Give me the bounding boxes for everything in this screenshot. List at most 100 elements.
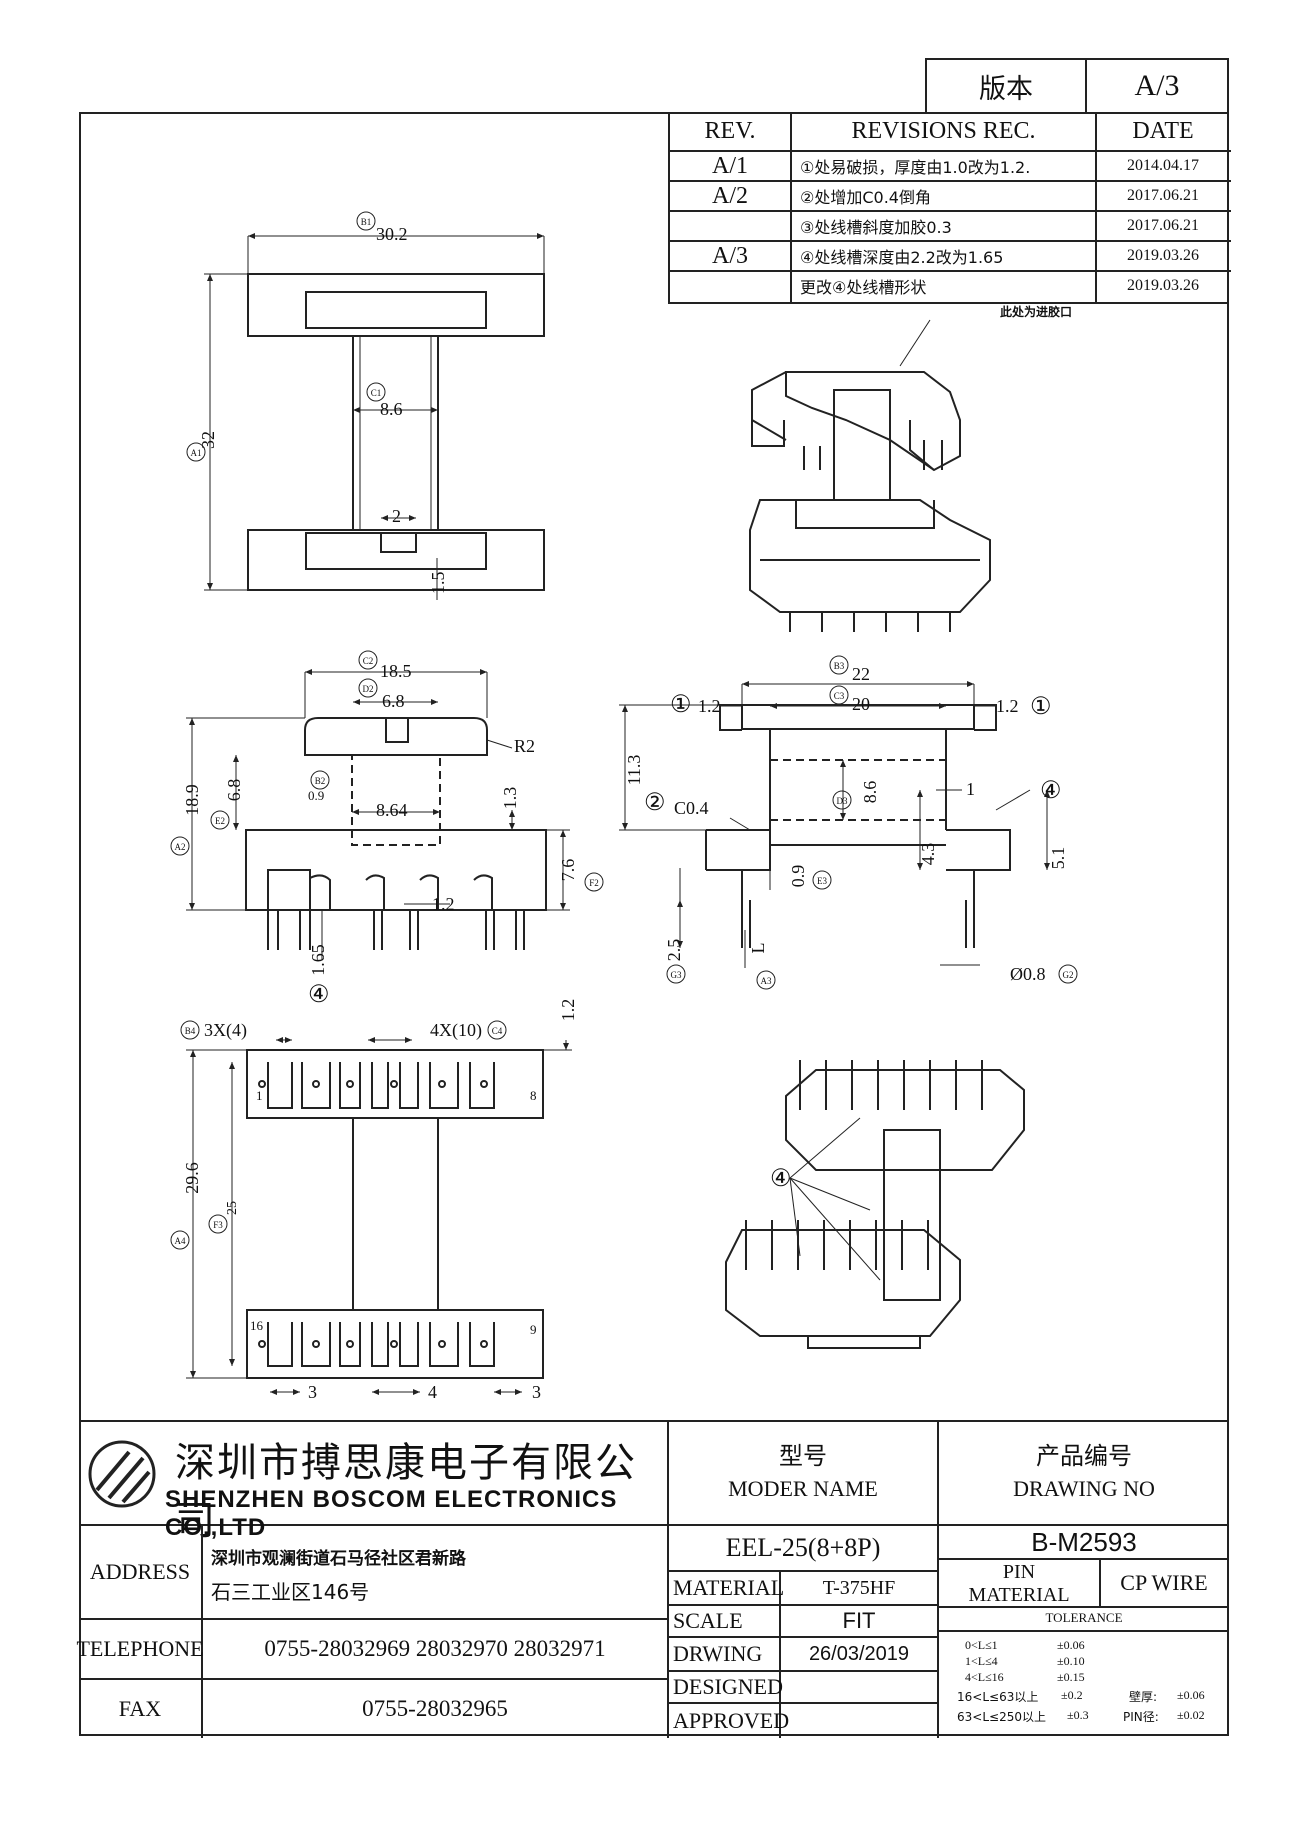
dim-f3-tag: F3 bbox=[213, 1220, 223, 1230]
tolerance-value: ±0.2 bbox=[1061, 1688, 1083, 1702]
model-value: EEL-25(8+8P) bbox=[669, 1526, 939, 1572]
drawing-no-label-cn: 产品编号 bbox=[1036, 1441, 1132, 1470]
top-view bbox=[247, 273, 545, 591]
drwing-label: DRWING bbox=[669, 1638, 781, 1672]
approved-value bbox=[781, 1704, 937, 1738]
dim-bottom-12: 1.2 bbox=[558, 999, 578, 1022]
dim-b1-tag: B1 bbox=[361, 217, 372, 227]
dim-g3-value: 2.5 bbox=[664, 939, 684, 962]
dim-c4-tag: C4 bbox=[492, 1026, 503, 1036]
rev-row-3-date: 2017.06.21 bbox=[1127, 217, 1199, 234]
date-header: DATE bbox=[1132, 117, 1194, 144]
telephone-label: TELEPHONE bbox=[76, 1620, 204, 1678]
wall-tolerance-label: 壁厚: bbox=[1129, 1690, 1158, 1704]
marker-2: ② bbox=[644, 790, 666, 816]
info-table: MATERIAL T-375HF SCALE FIT DRWING 26/03/… bbox=[669, 1572, 939, 1738]
rev-row-2-date: 2017.06.21 bbox=[1127, 187, 1199, 204]
dim-top-thickness: 1.5 bbox=[428, 572, 448, 595]
material-value: T-375HF bbox=[781, 1572, 937, 1606]
isometric-view-top bbox=[749, 319, 991, 632]
pin-label-1: PIN bbox=[1002, 1560, 1036, 1583]
pin-label-9: 9 bbox=[530, 1322, 537, 1337]
rev-row-4-desc: ④处线槽深度由2.2改为1.65 bbox=[800, 248, 1004, 267]
dim-bottom-4: 4 bbox=[428, 1382, 437, 1402]
tolerance-row: 0<L≤1 bbox=[965, 1638, 998, 1653]
dim-g2-value: Ø0.8 bbox=[1010, 964, 1046, 984]
dim-c3-value: 20 bbox=[852, 694, 870, 714]
pin-material: PIN MATERIAL CP WIRE bbox=[939, 1560, 1229, 1608]
dim-b4-tag: B4 bbox=[185, 1026, 196, 1036]
rec-header: REVISIONS REC. bbox=[851, 117, 1036, 144]
scale-label: SCALE bbox=[669, 1606, 781, 1638]
dim-c2-tag: C2 bbox=[363, 656, 374, 666]
rev-row-4-rev: A/3 bbox=[712, 242, 748, 269]
dim-a3-tag: A3 bbox=[761, 976, 772, 986]
wall-tolerance-value: ±0.06 bbox=[1177, 1688, 1205, 1702]
dim-f2-value: 7.6 bbox=[558, 859, 578, 882]
dim-c1-value: 8.6 bbox=[380, 399, 403, 419]
material-label: MATERIAL bbox=[669, 1572, 784, 1606]
technical-drawing: B1 30.2 A1 32 C1 8.6 2 1.5 C2 18.5 D2 6.… bbox=[170, 211, 1078, 1402]
dim-side-1: 1 bbox=[966, 779, 975, 799]
scale-value: FIT bbox=[781, 1606, 937, 1638]
dim-a4-tag: A4 bbox=[175, 1236, 186, 1246]
dim-a4-value: 29.6 bbox=[182, 1162, 202, 1194]
rev-row-1-desc: ①处易破损，厚度由1.0改为1.2. bbox=[800, 158, 1031, 177]
company-name-cn: 深圳市搏思康电子有限公司 bbox=[175, 1440, 637, 1544]
model-name-header: 型号 MODER NAME bbox=[669, 1422, 939, 1526]
tolerance-range-5: 63<L≤250以上 bbox=[957, 1710, 1046, 1724]
dim-r2: R2 bbox=[514, 736, 535, 756]
dim-b4-value: 3X(4) bbox=[204, 1020, 247, 1041]
telephone-value: 0755-28032969 28032970 28032971 bbox=[264, 1636, 606, 1661]
rev-header: REV. bbox=[704, 117, 756, 144]
dim-e2-tag: E2 bbox=[215, 816, 225, 826]
dim-bottom-3-right: 3 bbox=[532, 1382, 541, 1402]
dim-front-slot: 1.65 bbox=[308, 944, 328, 976]
tolerance-range-2: 1<L≤4 bbox=[965, 1654, 998, 1668]
model-label-en: MODER NAME bbox=[728, 1476, 878, 1501]
pin-tolerance-value: ±0.02 bbox=[1177, 1708, 1205, 1722]
tolerance-block: TOLERANCE 0<L≤1 ±0.06 1<L≤4 ±0.10 4<L≤16… bbox=[939, 1608, 1229, 1738]
dim-b3-value: 22 bbox=[852, 664, 870, 684]
dim-f2-tag: F2 bbox=[589, 878, 599, 888]
tolerance-value: ±0.10 bbox=[1057, 1654, 1085, 1668]
rev-row-5-desc: 更改④处线槽形状 bbox=[800, 278, 927, 297]
dim-side-51: 5.1 bbox=[1048, 847, 1068, 870]
marker-4-front: ④ bbox=[308, 982, 330, 1008]
fax-label: FAX bbox=[79, 1680, 203, 1738]
title-block: 深圳市搏思康电子有限公司 SHENZHEN BOSCOM ELECTRONICS… bbox=[76, 1420, 1229, 1738]
pin-material-value: CP WIRE bbox=[1120, 1570, 1208, 1595]
pin-tolerance-label: PIN径: bbox=[1123, 1710, 1159, 1724]
dim-bottom-3-left: 3 bbox=[308, 1382, 317, 1402]
marker-1-right: ① bbox=[1030, 694, 1052, 720]
dim-a3-value: L bbox=[748, 943, 768, 954]
designed-value bbox=[781, 1672, 937, 1704]
dim-side-12-left: 1.2 bbox=[698, 696, 721, 716]
dim-e3-value: 0.9 bbox=[788, 865, 808, 888]
version-value: A/3 bbox=[1134, 69, 1180, 102]
rev-row-4-date: 2019.03.26 bbox=[1127, 247, 1199, 264]
rev-row-2-desc: ②处增加C0.4倒角 bbox=[800, 188, 931, 207]
dim-front-13: 1.3 bbox=[500, 787, 520, 810]
iso-gate-note: 此处为进胶口 bbox=[1000, 304, 1072, 319]
drawing-no-value: B-M2593 bbox=[939, 1526, 1229, 1560]
rev-row-5-date: 2019.03.26 bbox=[1127, 277, 1199, 294]
dim-top-slot: 2 bbox=[392, 506, 401, 526]
dim-b2-tag: B2 bbox=[315, 776, 326, 786]
drawing-frame bbox=[79, 112, 1229, 1736]
tolerance-value: ±0.06 bbox=[1057, 1638, 1085, 1652]
pin-label-1: 1 bbox=[256, 1088, 263, 1103]
address-line2: 石三工业区146号 bbox=[211, 1580, 370, 1604]
address-line1: 深圳市观澜街道石马径社区君新路 bbox=[211, 1549, 466, 1569]
dim-a1-value: 32 bbox=[198, 431, 218, 449]
dim-side-43: 4.3 bbox=[918, 843, 938, 866]
address-label: ADDRESS bbox=[79, 1526, 203, 1618]
dim-b2-value: 0.9 bbox=[308, 788, 324, 803]
dim-d2-value: 6.8 bbox=[382, 691, 405, 711]
dim-c3-tag: C3 bbox=[834, 691, 845, 701]
marker-4-iso: ④ bbox=[770, 1166, 792, 1192]
dim-front-pitch: 1.2 bbox=[432, 894, 455, 914]
rev-row-2-rev: A/2 bbox=[712, 182, 748, 209]
dim-front-inner: 8.64 bbox=[376, 800, 408, 820]
dim-c1-tag: C1 bbox=[371, 388, 382, 398]
